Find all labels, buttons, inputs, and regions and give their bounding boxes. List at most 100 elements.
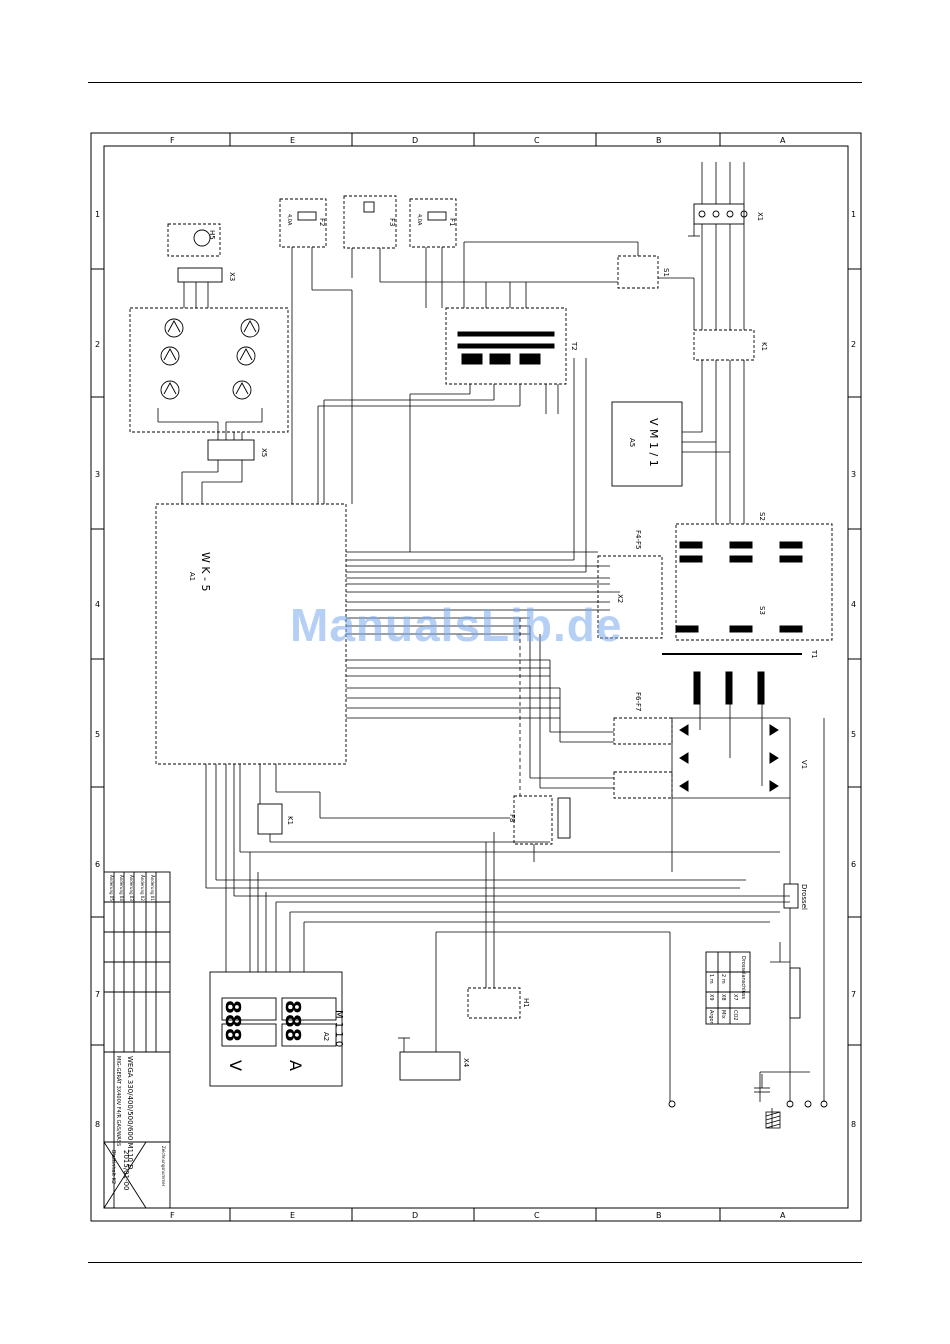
display-volt-digits: 888	[221, 1000, 245, 1042]
schematic-sheet: F E D C B A F E D C B A 1 2 3 4 5 6 7 8 …	[90, 132, 862, 1222]
col-label: E	[290, 1211, 295, 1220]
label-s2: S2	[758, 512, 766, 521]
col-label: A	[780, 136, 786, 145]
row-label: 5	[95, 730, 100, 739]
label-f8: F8	[508, 814, 516, 822]
wires	[157, 162, 825, 1128]
label-fuse-rating: 4,0A	[416, 214, 422, 226]
label-wk5: W K - 5	[199, 552, 212, 592]
label-f3: F3	[388, 218, 396, 226]
col-label: A	[780, 1211, 786, 1220]
footer-rule	[88, 1262, 862, 1263]
row-label: 7	[851, 990, 856, 999]
terminal-x1	[693, 203, 745, 225]
transformer-t2-core	[457, 331, 555, 365]
row-label: 1	[851, 210, 856, 219]
col-label: C	[534, 1211, 540, 1220]
fan-group-box	[129, 307, 289, 433]
drossel-legend-cell: Mix	[720, 1010, 726, 1019]
thermal-f6	[613, 717, 673, 745]
row-label: 3	[95, 470, 100, 479]
row-label: 2	[851, 340, 856, 349]
module-a5	[611, 401, 683, 487]
label-fuse-rating: 4,0A	[286, 214, 292, 226]
label-a2: A2	[322, 1032, 330, 1041]
col-label: D	[412, 1211, 418, 1220]
col-label: B	[656, 1211, 662, 1220]
header-rule	[88, 82, 862, 83]
thermal-f7	[613, 771, 673, 799]
label-x3: X3	[228, 272, 236, 281]
label-k1-relay: K1	[286, 816, 294, 825]
row-label: 4	[851, 600, 856, 609]
sheet-content: Blattinhalt K2	[110, 1150, 116, 1184]
row-label: 6	[851, 860, 856, 869]
label-x4: X4	[462, 1058, 470, 1068]
display-amp-digits: 888	[281, 1000, 305, 1042]
terminal-x5	[207, 439, 255, 461]
label-drossel: Drossel	[800, 884, 808, 910]
drossel-table	[705, 951, 751, 1025]
revision-label: Änderung 01	[150, 875, 155, 901]
label-h5: H5	[208, 230, 216, 240]
transformer-t1	[662, 541, 803, 705]
label-a5: A5	[628, 438, 636, 447]
drossel-legend-cell: X7	[732, 994, 738, 1001]
outer-frame	[90, 132, 862, 1222]
drossel-legend-cell: Argon	[708, 1010, 714, 1025]
terminal-x4	[399, 1051, 461, 1081]
label-x2: X2	[616, 594, 624, 603]
lamp-h5	[193, 229, 211, 247]
display-unit-a: A	[286, 1060, 305, 1071]
label-x1: X1	[756, 212, 764, 221]
label-a1: A1	[188, 572, 196, 581]
switch-f8	[513, 795, 553, 845]
row-label: 2	[95, 340, 100, 349]
revision-label: Änderung 02	[140, 875, 145, 901]
col-label: C	[534, 136, 540, 145]
label-s3: S3	[758, 606, 766, 615]
revision-label: Änderung 05	[109, 875, 114, 901]
rectifier-v1	[679, 724, 779, 792]
label-k1: K1	[760, 342, 768, 351]
label-t2: T2	[570, 341, 578, 351]
row-label: 1	[95, 210, 100, 219]
row-label: 4	[95, 600, 100, 609]
label-a5-title: V M 1 / 1	[647, 418, 660, 467]
title-block	[103, 871, 171, 1209]
label-h1: H1	[522, 998, 530, 1008]
terminal-x2	[597, 555, 663, 639]
label-x5: X5	[260, 448, 268, 457]
inner-frame	[103, 145, 849, 1209]
label-s1: S1	[662, 268, 670, 277]
row-label: 8	[851, 1120, 856, 1129]
relay-k1	[257, 803, 283, 835]
drossel-legend-cell: 1 m	[708, 974, 714, 984]
drossel-legend-cell: 2 m	[720, 974, 726, 984]
row-label: 6	[95, 860, 100, 869]
revision-label: Änderung 04	[119, 875, 124, 901]
contactor-k1	[693, 329, 755, 361]
drawing-number-label: Zeichnungsnummer	[161, 1146, 166, 1187]
label-f2: F2	[318, 218, 326, 226]
label-f1: F1	[448, 218, 456, 226]
col-label: F	[170, 1211, 175, 1220]
revision-label: Änderung 03	[129, 875, 134, 901]
row-label: 8	[95, 1120, 100, 1129]
ground-hatch	[765, 1111, 781, 1129]
transformer-t2-box	[445, 307, 567, 385]
drossel-legend-cell: X9	[708, 994, 714, 1001]
label-f6-f7: F6-F7	[634, 692, 642, 712]
col-label: F	[170, 136, 175, 145]
label-v1: V1	[800, 760, 808, 769]
led-h1	[467, 987, 521, 1019]
drawing-number: 2015/01-00	[122, 1150, 130, 1191]
terminal-x3	[177, 267, 223, 283]
col-label: E	[290, 136, 295, 145]
drossel-legend-cell: X8	[720, 994, 726, 1001]
row-label: 7	[95, 990, 100, 999]
label-t1: T1	[810, 649, 818, 659]
row-label: 5	[851, 730, 856, 739]
label-f4-f5: F4-F5	[634, 530, 642, 550]
switch-s2-s3	[675, 523, 833, 641]
